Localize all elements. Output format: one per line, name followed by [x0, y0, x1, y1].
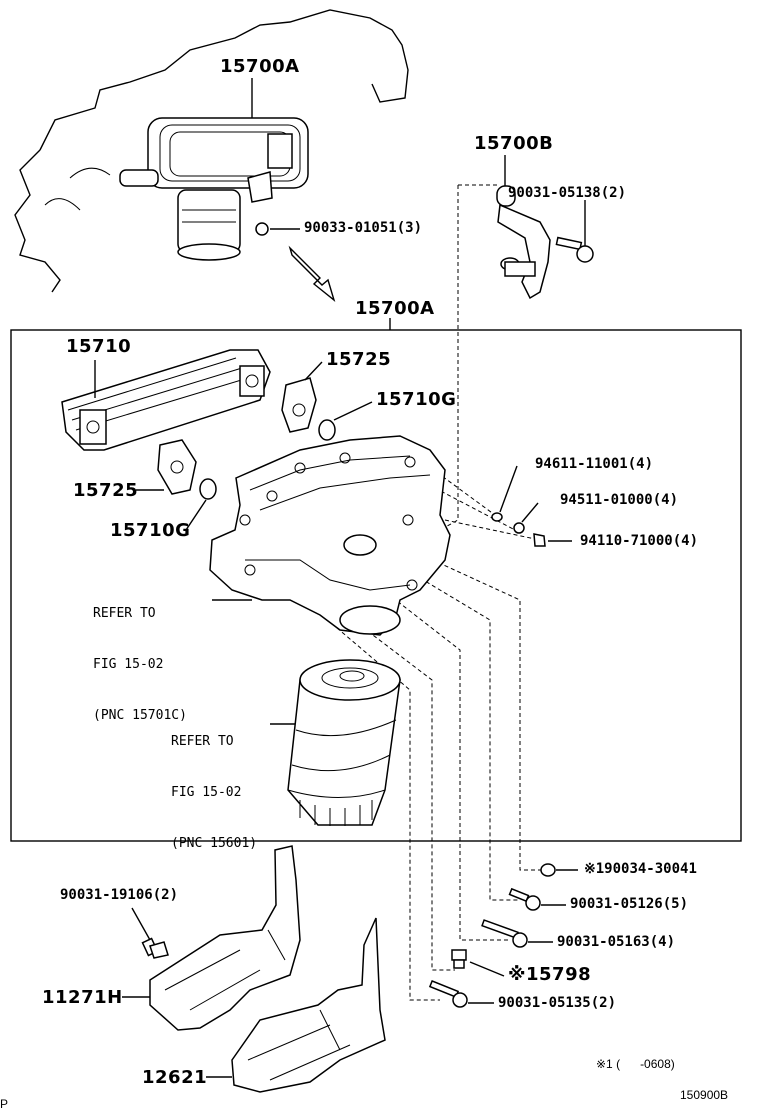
label-15725-right: 15725: [326, 349, 392, 370]
label-15700a-box: 15700A: [355, 298, 435, 319]
engine-outline: [14, 9, 409, 293]
oil-filter: [287, 659, 401, 826]
bracket-15700b: [496, 185, 594, 300]
refer-note-2: REFER TO FIG 15-02 (PNC 15601): [171, 699, 257, 869]
bolt-3: [428, 979, 468, 1008]
plug-part: [451, 949, 467, 969]
refer-note-2-line3: (PNC 15601): [171, 836, 258, 851]
bolt-1: [508, 887, 541, 911]
label-15710g-right: 15710G: [376, 389, 457, 410]
label-15700b: 15700B: [474, 133, 554, 154]
cover-11271h: [149, 845, 301, 1031]
bolt-2: [481, 919, 528, 948]
nut-part: [491, 512, 503, 522]
arrow-icon: [288, 245, 336, 302]
oring-15710g-right: [318, 419, 336, 441]
assembly-box: [10, 329, 742, 842]
label-12621: 12621: [142, 1067, 208, 1088]
washer-part: [513, 522, 525, 534]
label-stud: 94110-71000(4): [580, 533, 699, 549]
label-nut: 94611-11001(4): [535, 456, 654, 472]
seal-washer: [540, 863, 556, 877]
label-bolt-2: 90031-05163(4): [557, 934, 676, 950]
label-bolt-3: 90031-05135(2): [498, 995, 617, 1011]
refer-note-1: REFER TO FIG 15-02 (PNC 15701C): [93, 571, 187, 741]
stud-part: [533, 533, 546, 547]
cover-12621: [231, 917, 386, 1093]
label-gasket-top: 90033-01051(3): [304, 220, 423, 236]
label-11271h: 11271H: [42, 987, 123, 1008]
label-15700a-top: 15700A: [220, 56, 300, 77]
oil-cooler-housing: [209, 435, 451, 636]
label-15725-left: 15725: [73, 480, 139, 501]
refer-note-1-line1: REFER TO: [93, 606, 156, 621]
oil-cooler-15710: [61, 349, 271, 451]
label-15710: 15710: [66, 336, 132, 357]
gasket-top: [255, 222, 269, 236]
refer-note-1-line3: (PNC 15701C): [93, 708, 187, 723]
label-bolt-1: 90031-05126(5): [570, 896, 689, 912]
footnote: ※1 ( -0608): [596, 1057, 675, 1071]
label-seal: ※190034-30041: [584, 861, 697, 877]
label-washer: 94511-01000(4): [560, 492, 679, 508]
corner-mark: P: [0, 1097, 9, 1111]
label-cover-bolt: 90031-19106(2): [60, 887, 179, 903]
gasket-15725-left: [157, 439, 197, 495]
label-plug: ※15798: [508, 964, 592, 985]
refer-note-1-line2: FIG 15-02: [93, 657, 164, 672]
oring-15710g-left: [199, 478, 217, 500]
label-15710g-left: 15710G: [110, 520, 191, 541]
gasket-15725-right: [281, 377, 317, 433]
cooler-assembly-top: [119, 117, 309, 261]
label-bracket-bolt: 90031-05138(2): [508, 185, 627, 201]
cover-bolt: [141, 937, 169, 959]
refer-note-2-line2: FIG 15-02: [171, 785, 242, 800]
refer-note-2-line1: REFER TO: [171, 734, 234, 749]
figure-id: 150900B: [680, 1088, 729, 1102]
